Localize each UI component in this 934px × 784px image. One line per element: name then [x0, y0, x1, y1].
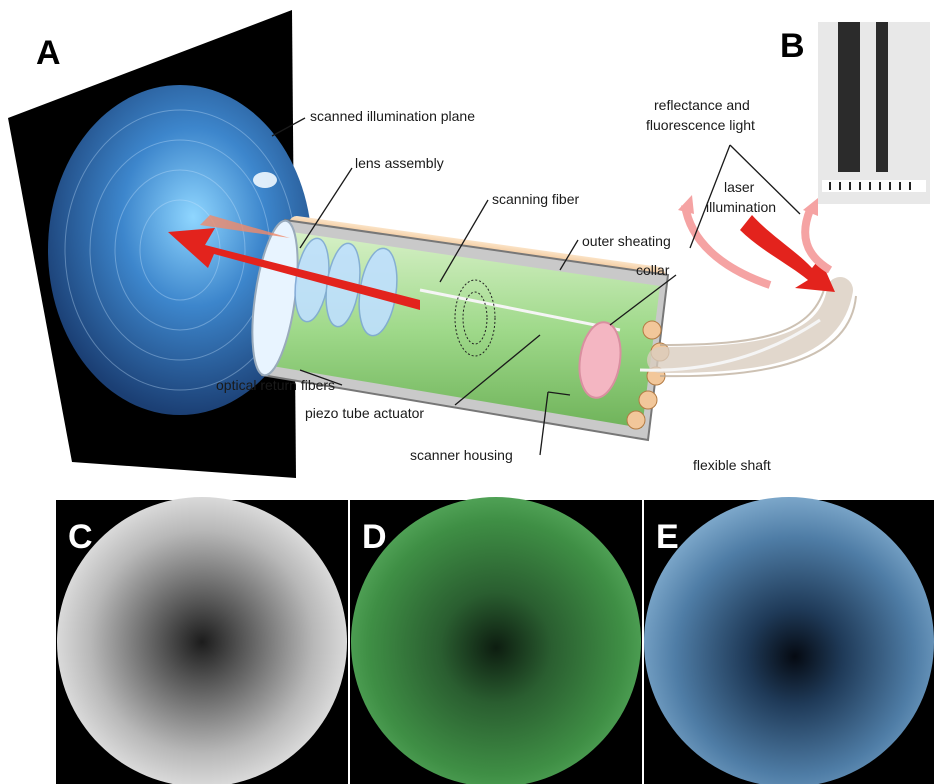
label-laser-2: illumination [706, 199, 776, 215]
reflectance-arrowhead-left [678, 195, 694, 214]
reflectance-arrow-left [685, 205, 770, 285]
probe-photo [818, 22, 930, 204]
label-piezo-tube-actuator: piezo tube actuator [305, 405, 424, 421]
label-laser-1: laser [724, 179, 755, 195]
label-outer-sheating: outer sheating [582, 233, 671, 249]
probe-2 [876, 22, 888, 172]
reflectance-arrow-right [805, 210, 830, 270]
label-scanner-housing: scanner housing [410, 447, 513, 463]
label-scanned-illumination-plane: scanned illumination plane [310, 108, 475, 124]
label-collar: collar [636, 262, 670, 278]
label-lens-assembly: lens assembly [355, 155, 444, 171]
specular-highlight [253, 172, 277, 188]
panel-a-letter: A [36, 34, 61, 72]
label-reflectance-2: fluorescence light [646, 117, 755, 133]
probe-1 [838, 22, 860, 172]
panel-d-endoscopic-image [351, 497, 641, 784]
panel-b-letter: B [780, 27, 805, 65]
label-scanning-fiber: scanning fiber [492, 191, 580, 207]
panel-b: B [780, 22, 930, 204]
panel-e: E [644, 497, 934, 784]
panel-c: C [56, 497, 348, 784]
panel-d-letter: D [362, 518, 387, 556]
label-flexible-shaft: flexible shaft [693, 457, 771, 473]
panel-d: D [350, 497, 642, 784]
panel-e-letter: E [656, 518, 679, 556]
panel-e-endoscopic-image [644, 497, 934, 784]
panel-a: A [8, 10, 856, 478]
label-reflectance-1: reflectance and [654, 97, 750, 113]
panel-c-letter: C [68, 518, 93, 556]
label-optical-return-fibers: optical return fibers [216, 377, 335, 393]
panel-c-endoscopic-image [57, 497, 347, 784]
